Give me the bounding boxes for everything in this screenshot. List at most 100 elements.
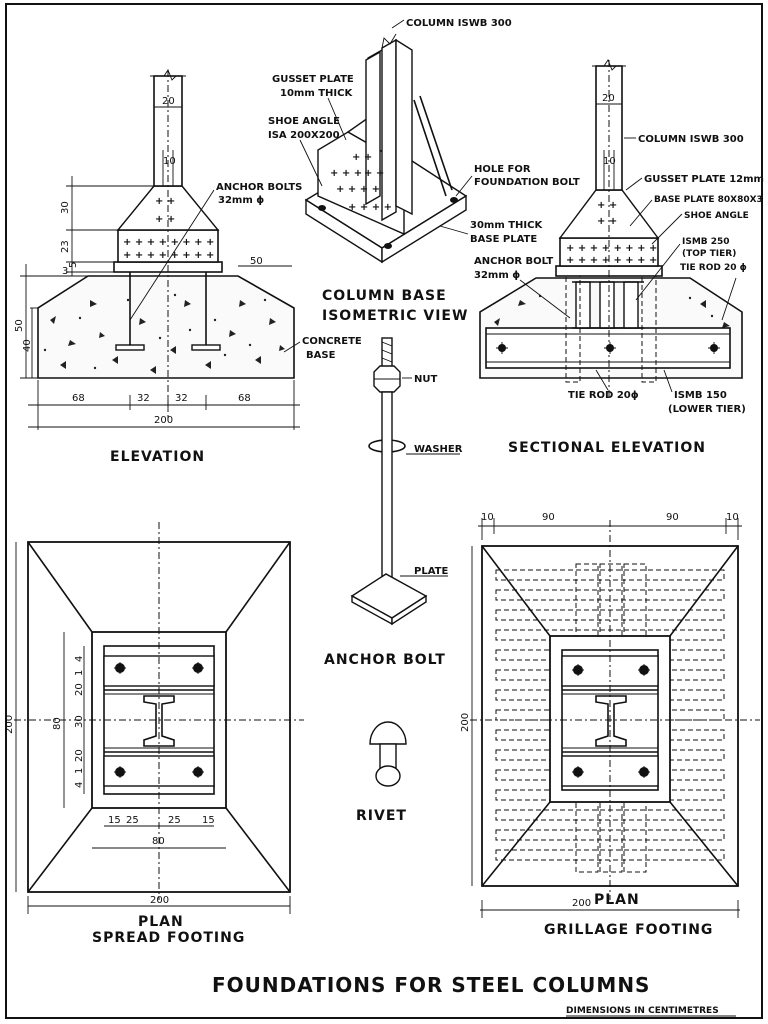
spread-left-dim-2: 1	[74, 670, 85, 676]
spread-left-dim-6: 1	[74, 768, 85, 774]
sect-column-label: COLUMN ISWB 300	[638, 134, 744, 145]
spread-bolts	[114, 662, 204, 778]
iso-hole-label-2: FOUNDATION BOLT	[474, 177, 580, 188]
iso-gusset-label-2: 10mm THICK	[280, 88, 353, 99]
anchor-plate	[350, 573, 428, 619]
concrete-base-label-2: BASE	[306, 350, 336, 361]
sect-aggregate	[494, 294, 730, 328]
iso-base-plate-right	[381, 194, 467, 264]
concrete-aggregate	[43, 293, 285, 374]
top-tier-joists	[572, 281, 644, 329]
spread-dim-200-left: 200	[4, 715, 15, 734]
anchor-bolt-caption: ANCHOR BOLT	[324, 652, 446, 668]
sect-shoe-label: SHOE ANGLE	[684, 211, 749, 221]
grillage-caption-2: GRILLAGE FOOTING	[544, 922, 713, 938]
rivet-icon	[369, 721, 407, 745]
grillage-footing-plan: 10 90 90 10 200 200 PLAN GRILLAGE FOOTIN…	[460, 512, 760, 938]
dim-3: 3	[62, 266, 68, 277]
anchor-plate-right	[191, 344, 221, 351]
spread-bottom-dim-2: 25	[126, 815, 139, 826]
nut-label: NUT	[414, 374, 437, 385]
svg-text:+ + + + + + + +: + + + + + + + +	[566, 243, 657, 254]
sect-anchor-label-2: 32mm ϕ	[474, 270, 520, 281]
spread-dim-80-h: 80	[152, 836, 165, 847]
anchor-bolt-view: NUT WASHER PLATE ANCHOR BOLT	[324, 337, 463, 668]
spread-left-dim-3: 20	[74, 683, 85, 696]
iso-caption-2: ISOMETRIC VIEW	[322, 308, 468, 324]
sect-dim-col: 20	[602, 93, 615, 104]
dim-bottom-3: 32	[175, 393, 188, 404]
bolt-shank	[381, 391, 393, 587]
dim-30: 30	[60, 201, 71, 214]
concrete-base	[37, 275, 295, 379]
rivet-shank	[379, 743, 397, 769]
sect-dim-flange: 10	[603, 156, 616, 167]
rivet-caption: RIVET	[356, 808, 407, 824]
svg-text:+ + + + + + + +: + + + + + + + +	[123, 250, 214, 261]
svg-text:+ +: + +	[364, 168, 384, 179]
svg-text:+ + + +: + + + +	[348, 202, 392, 213]
svg-text:+ +: + +	[352, 152, 372, 163]
iso-column-flange-back	[395, 38, 413, 216]
dim-bottom-4: 68	[238, 393, 251, 404]
dim-bottom-2: 32	[137, 393, 150, 404]
plate-label: PLATE	[414, 566, 448, 577]
iso-rivets: + ++ ++ + + + + + ++ + + +	[330, 152, 392, 213]
spread-left-dim-5: 20	[74, 749, 85, 762]
dim-40: 40	[22, 339, 33, 352]
spread-left-dim-4: 30	[74, 715, 85, 728]
iso-hole-left	[318, 205, 326, 211]
break-mark	[150, 69, 186, 81]
sect-base-plate-label: BASE PLATE 80X80X3	[654, 195, 763, 205]
spread-caption-1: PLAN	[138, 914, 184, 930]
rivet-tail	[375, 765, 401, 787]
anchor-plate-left	[115, 344, 145, 351]
grillage-top-dim-4: 10	[726, 512, 739, 523]
rivet-view: RIVET	[356, 721, 407, 824]
dim-50-side: 50	[14, 319, 25, 332]
iso-shoe-label-2: ISA 200X200	[268, 130, 340, 141]
iso-column-flange-front	[365, 50, 381, 206]
washer-label: WASHER	[414, 444, 463, 455]
spread-left-dim-7: 4	[74, 782, 85, 788]
dim-23: 23	[60, 240, 71, 253]
spread-caption-2: SPREAD FOOTING	[92, 930, 245, 946]
svg-text:+ + + + + + + +: + + + + + + + +	[123, 237, 214, 248]
dim-200: 200	[154, 415, 173, 426]
dim-bottom-1: 68	[72, 393, 85, 404]
grillage-dim-200-left: 200	[460, 713, 471, 732]
iso-shoe-label-1: SHOE ANGLE	[268, 116, 340, 127]
grillage-caption-1: PLAN	[594, 892, 640, 908]
iso-caption-1: COLUMN BASE	[322, 288, 447, 304]
svg-text:+ + +: + + +	[330, 168, 362, 179]
spread-left-dim-1: 4	[74, 656, 85, 662]
svg-text:+ + + +: + + + +	[336, 184, 380, 195]
spread-footing-plan: 200 80 4 1 20 30 20 1 4 15 25 25 15 80 2…	[4, 522, 304, 946]
svg-text:+ + + + + + + +: + + + + + + + +	[566, 255, 657, 266]
iso-hole-label-1: HOLE FOR	[474, 164, 531, 175]
grillage-top-dim-1: 10	[481, 512, 494, 523]
grillage-i-section-icon	[595, 695, 627, 747]
spread-bottom-dim-1: 15	[108, 815, 121, 826]
dim-flange: 10	[163, 156, 176, 167]
sect-tie-top-label: TIE ROD 20 ϕ	[680, 263, 747, 273]
sectional-caption: SECTIONAL ELEVATION	[508, 440, 706, 456]
svg-text:+ +: + +	[155, 196, 175, 207]
sect-lower-tier-label-1: ISMB 150	[674, 390, 727, 401]
dimensions-note: DIMENSIONS IN CENTIMETRES	[566, 1006, 719, 1016]
iso-column-label: COLUMN ISWB 300	[406, 18, 512, 29]
spread-bottom-dim-3: 25	[168, 815, 181, 826]
sect-gusset-label: GUSSET PLATE 12mm	[644, 174, 764, 185]
rivets: + + + + + + + + + + + + + + + + + + + +	[123, 196, 214, 261]
iso-base-label-1: 30mm THICK	[470, 220, 543, 231]
grillage-dim-200-bottom: 200	[572, 898, 591, 909]
sheet-title: FOUNDATIONS FOR STEEL COLUMNS	[212, 973, 650, 997]
dim-50-right: 50	[250, 256, 263, 267]
spread-dim-80-v: 80	[52, 717, 63, 730]
svg-text:+ +: + +	[155, 214, 175, 225]
elevation-view: + + + + + + + + + + + + + + + + + + + + 20…	[14, 69, 362, 465]
sect-anchor-label-1: ANCHOR BOLT	[474, 256, 553, 267]
grillage-top-dim-2: 90	[542, 512, 555, 523]
sect-rivets: + ++ + + + + + + + + ++ + + + + + + +	[566, 200, 657, 266]
